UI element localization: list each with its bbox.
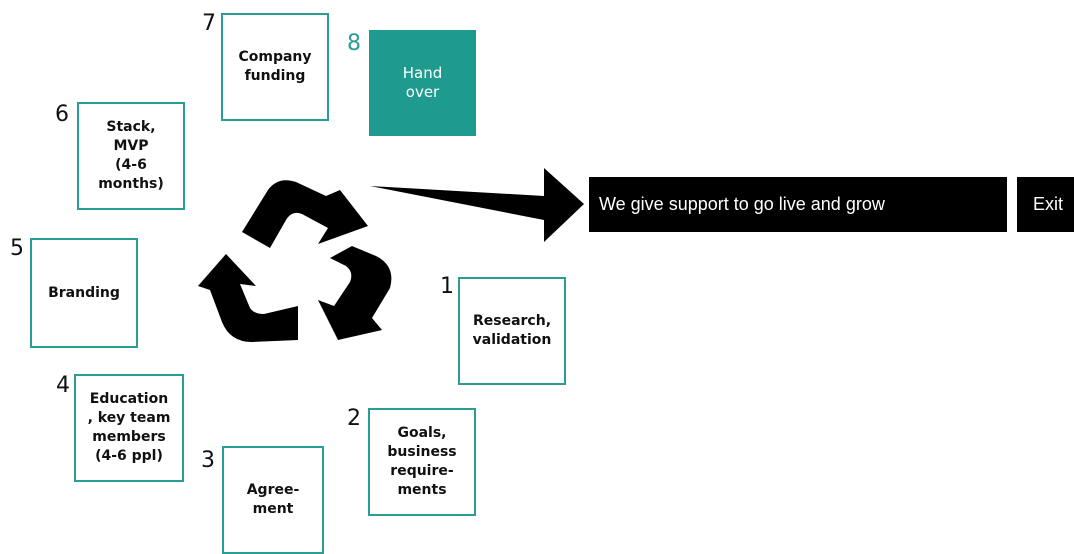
step-3-box: Agree- ment	[222, 446, 324, 554]
step-4-number: 4	[56, 373, 70, 398]
recycle-arrows-icon	[198, 180, 392, 342]
step-3-number: 3	[201, 448, 215, 473]
step-2-number: 2	[347, 406, 361, 431]
right-arrow-icon	[370, 168, 584, 242]
step-7-box: Company funding	[221, 13, 329, 121]
step-5-box: Branding	[30, 238, 138, 348]
support-banner: We give support to go live and grow	[589, 177, 1007, 232]
step-2-box: Goals, business require- ments	[368, 408, 476, 516]
step-7-number: 7	[202, 11, 216, 36]
step-1-box: Research, validation	[458, 277, 566, 385]
step-1-number: 1	[440, 274, 454, 299]
exit-banner: Exit	[1017, 177, 1074, 232]
step-6-number: 6	[55, 102, 69, 127]
step-5-number: 5	[10, 236, 24, 261]
step-6-box: Stack, MVP (4-6 months)	[77, 102, 185, 210]
step-8-box: Hand over	[369, 30, 476, 136]
step-4-box: Education , key team members (4-6 ppl)	[74, 374, 184, 482]
step-8-number: 8	[347, 31, 361, 56]
